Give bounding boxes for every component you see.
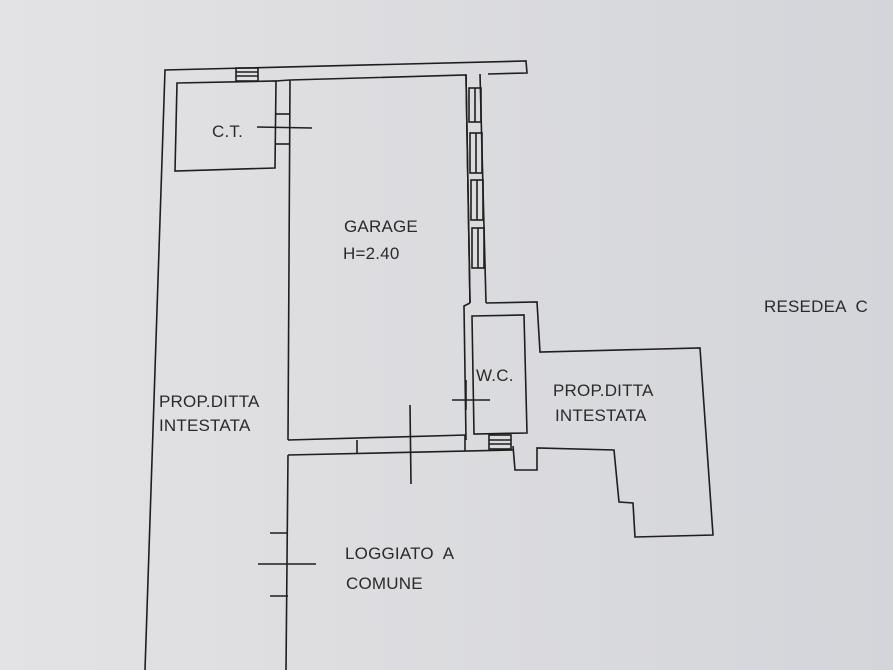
loggiato-label-2: COMUNE	[346, 574, 423, 593]
ct-label: C.T.	[212, 122, 243, 141]
outer-wall	[144, 60, 528, 670]
resede-label: RESEDEA C	[764, 297, 868, 316]
ct-window	[235, 67, 259, 82]
wc-room	[471, 314, 528, 435]
garage-room	[289, 74, 471, 304]
prop-right-label-2: INTESTATA	[555, 406, 647, 425]
garage-label: GARAGE	[344, 217, 418, 236]
prop-right-label-1: PROP.DITTA	[553, 381, 654, 400]
prop-left-label-1: PROP.DITTA	[159, 392, 260, 411]
prop-left-label-2: INTESTATA	[159, 416, 251, 435]
wc-label: W.C.	[476, 366, 514, 385]
garage-height-label: H=2.40	[343, 244, 400, 263]
loggiato-label-1: LOGGIATO A	[345, 544, 455, 563]
